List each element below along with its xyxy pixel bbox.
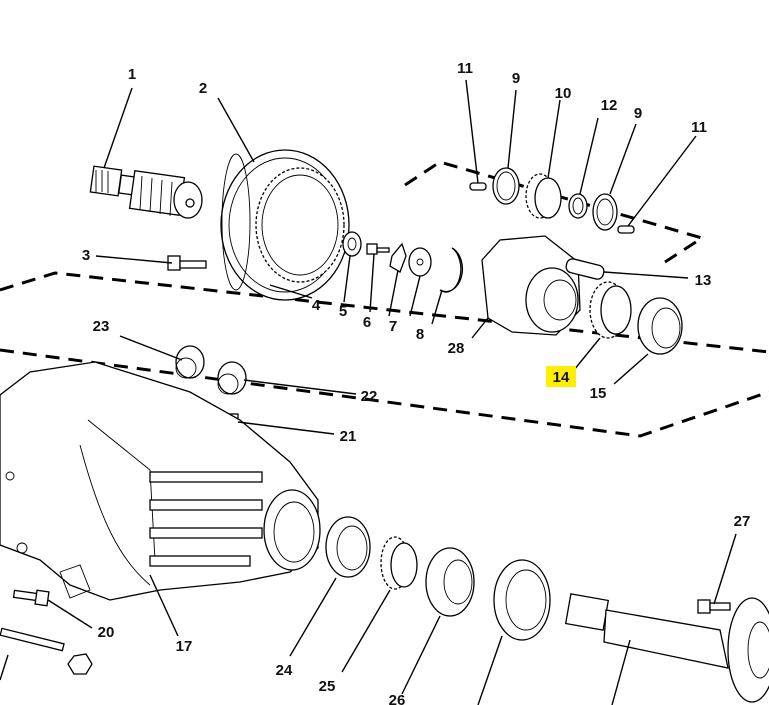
callout-20: 20	[98, 624, 115, 641]
callout-21: 21	[340, 428, 357, 445]
callout-25: 25	[319, 678, 336, 695]
callout-22: 22	[361, 388, 378, 405]
callout-11-left: 11	[457, 60, 473, 77]
part-seal-26	[425, 547, 475, 617]
part-input-shaft	[89, 165, 203, 219]
subassembly-boundary-lower-edge	[0, 348, 769, 438]
part-bolt-5	[366, 243, 390, 255]
callout-8: 8	[416, 326, 424, 343]
callout-9-left: 9	[512, 70, 520, 87]
part-plug-22	[217, 361, 247, 395]
callout-15: 15	[590, 385, 607, 402]
callout-6: 6	[363, 314, 371, 331]
part-pin-11-left	[469, 182, 487, 191]
callout-5: 5	[339, 303, 347, 320]
callout-24: 24	[276, 662, 293, 679]
callout-26: 26	[389, 692, 406, 705]
part-ring-12	[568, 193, 588, 219]
part-snap-ring-8	[439, 247, 464, 293]
callout-2: 2	[199, 80, 207, 97]
part-housing-17	[0, 361, 321, 601]
callout-14: 14	[553, 369, 570, 386]
callout-1: 1	[128, 66, 136, 83]
part-bolt-27	[697, 599, 731, 614]
part-axle-shaft	[564, 593, 769, 703]
callout-23: 23	[93, 318, 110, 335]
part-stud-nut	[0, 627, 93, 681]
callout-17: 17	[176, 638, 193, 655]
part-ring-9-right	[592, 193, 618, 231]
part-bearing-cup-15	[637, 297, 683, 355]
callout-3: 3	[82, 247, 90, 264]
part-gear-10	[525, 173, 562, 219]
part-washer-4	[342, 231, 362, 257]
part-ring-gear	[220, 149, 350, 301]
callout-14-highlight	[546, 366, 576, 387]
callout-12: 12	[601, 97, 618, 114]
callout-13: 13	[695, 272, 712, 289]
part-bolt-3	[167, 255, 207, 271]
callout-11-right: 11	[691, 119, 707, 136]
part-ring-9-left	[492, 167, 520, 205]
callout-4: 4	[312, 297, 321, 314]
callout-9-right: 9	[634, 105, 642, 122]
callout-27: 27	[734, 513, 751, 530]
part-bearing-cup-right	[493, 559, 551, 641]
part-bearing-cup-24	[325, 516, 371, 578]
leader-lines	[47, 79, 737, 705]
part-bearing-cone-25	[380, 536, 418, 590]
part-carrier-28	[481, 235, 581, 336]
part-bearing-cone-14	[589, 281, 632, 339]
part-pin-13	[565, 258, 605, 280]
callout-7: 7	[389, 318, 397, 335]
part-pin-11-right	[617, 225, 635, 234]
part-plug-23	[175, 345, 205, 379]
callout-labels: 1 2 3 4 5 6 7 8 9 9 10 11 11 12 13 14 15…	[82, 60, 751, 705]
callout-10: 10	[555, 85, 572, 102]
part-bolt-20	[12, 589, 50, 607]
callout-28: 28	[448, 340, 465, 357]
part-lock-6	[389, 242, 407, 273]
part-washer-7	[408, 247, 432, 277]
